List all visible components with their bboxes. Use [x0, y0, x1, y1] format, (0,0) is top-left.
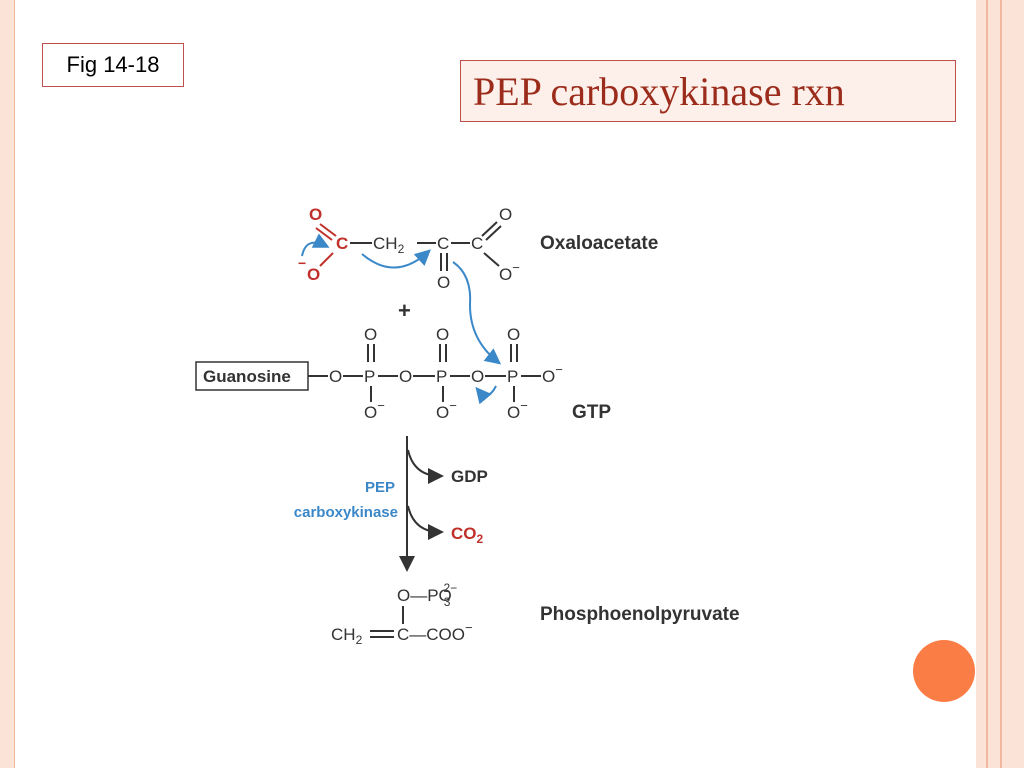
- oxa-carboxyl-o-minus: O−: [499, 260, 520, 284]
- plus-sign: +: [398, 298, 411, 323]
- guanosine-label: Guanosine: [203, 367, 291, 386]
- gtp-p3-o-top: O: [507, 325, 520, 344]
- gtp-o-1: O: [329, 367, 342, 386]
- gdp-label: GDP: [451, 467, 488, 486]
- oxa-ch2: CH2: [373, 234, 405, 256]
- guanosine-box: [195, 361, 309, 391]
- gtp-structure: Guanosine O O P O− O O P O− O: [195, 325, 611, 423]
- oxa-red-minus: −: [298, 255, 306, 271]
- electron-arrow-3: [452, 261, 502, 365]
- gtp-p2: P: [436, 367, 447, 386]
- slide-left-border: [0, 0, 15, 768]
- enzyme-label-line2: carboxykinase: [294, 504, 398, 521]
- electron-arrow-1: [301, 233, 330, 257]
- gtp-terminal-o-minus: O−: [542, 362, 563, 386]
- pep-ch2: CH2: [331, 625, 363, 647]
- oxa-carboxyl-o: O: [499, 205, 512, 224]
- gtp-p3-o-minus: O−: [507, 398, 528, 422]
- co2-release-arrow: [407, 505, 444, 540]
- pep-name: Phosphoenolpyruvate: [540, 604, 740, 625]
- gtp-p3: P: [507, 367, 518, 386]
- electron-arrow-4: [475, 385, 497, 405]
- decorative-orange-dot: [913, 640, 975, 702]
- co2-label: CO2: [451, 524, 484, 546]
- gtp-o-2: O: [399, 367, 412, 386]
- oxa-carboxyl-c: C: [471, 234, 483, 253]
- gtp-p1-o-top: O: [364, 325, 377, 344]
- gtp-p2-o-top: O: [436, 325, 449, 344]
- oxaloacetate-structure: O C − O CH2 C O C O O− Oxaloacetate: [298, 205, 658, 292]
- pep-phosphate: O—PO32−: [397, 581, 457, 609]
- oxa-red-c: C: [336, 234, 348, 253]
- gtp-p2-o-minus: O−: [436, 398, 457, 422]
- gtp-p1: P: [364, 367, 375, 386]
- enzyme-label-line1: PEP: [365, 479, 395, 496]
- oxa-red-o-top: O: [309, 205, 322, 224]
- gdp-release-arrow: [407, 449, 444, 484]
- gtp-name: GTP: [572, 402, 611, 423]
- oxa-red-o-minus: O: [307, 265, 320, 284]
- figure-label: Fig 14-18: [42, 43, 184, 87]
- oxa-keto-c: C: [437, 234, 449, 253]
- slide-title: PEP carboxykinase rxn: [460, 60, 956, 122]
- slide-right-border: [976, 0, 1024, 768]
- oxa-keto-o: O: [437, 273, 450, 292]
- electron-arrow-2: [361, 249, 431, 269]
- pep-structure: O—PO32− CH2 C—COO− Phosphoenolpyruvate: [331, 581, 740, 647]
- gtp-p1-o-minus: O−: [364, 398, 385, 422]
- gtp-o-3: O: [471, 367, 484, 386]
- pep-c-coo: C—COO−: [397, 620, 473, 644]
- oxaloacetate-name: Oxaloacetate: [540, 233, 658, 254]
